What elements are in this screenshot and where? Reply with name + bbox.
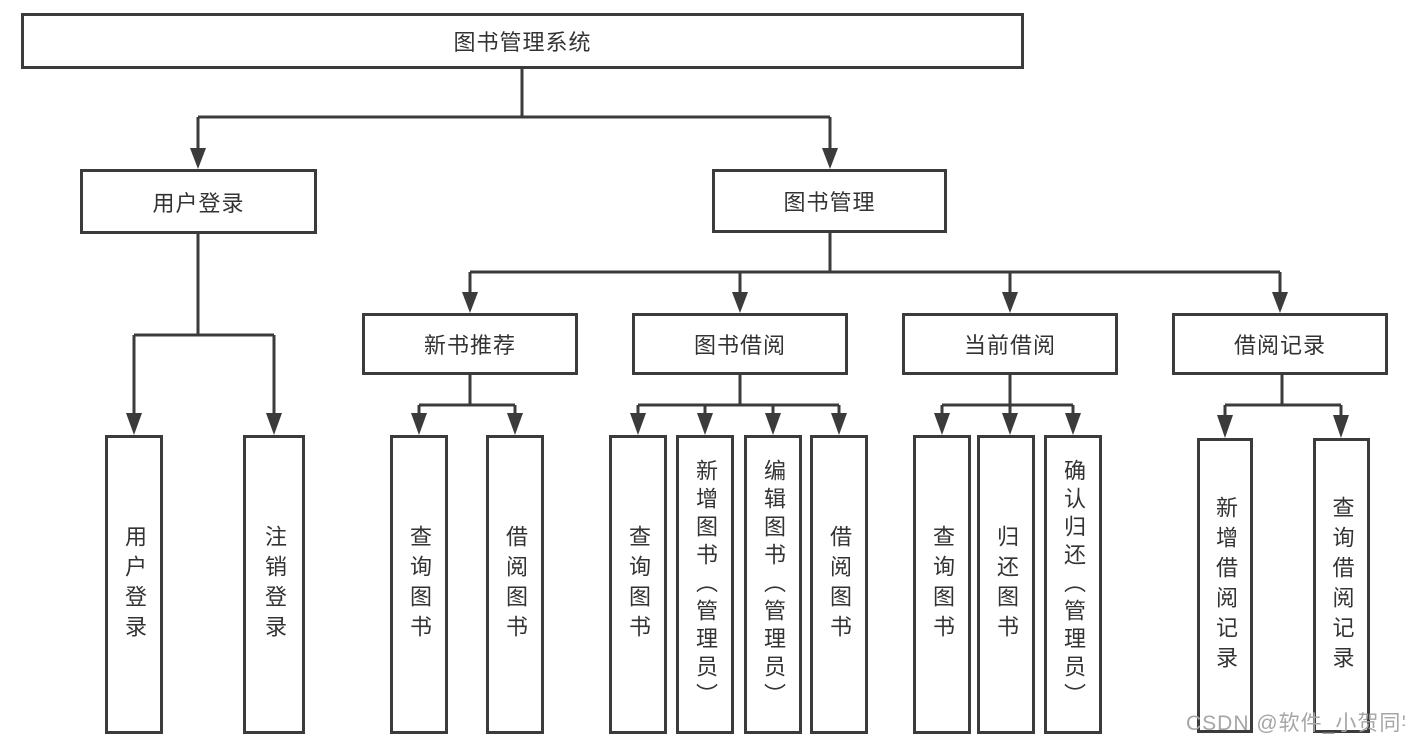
watermark-text: CSDN @软件_小贺同学 (1186, 712, 1405, 735)
leaf-borrow-books: 借阅图书 (810, 435, 868, 734)
node-user-login-label: 用户登录 (152, 190, 245, 216)
leaf-add-book-admin: 新增图书（管理员） (676, 435, 734, 734)
node-current-borrow: 当前借阅 (902, 313, 1118, 375)
leaf-edit-book-admin: 编辑图书（管理员） (744, 435, 802, 734)
node-borrow-records-label: 借阅记录 (1233, 333, 1326, 358)
leaf-query-books: 查询图书 (390, 435, 448, 734)
arrowheads (126, 148, 1349, 438)
leaf-borrow-books: 借阅图书 (486, 435, 544, 734)
leaf-query-books: 查询图书 (913, 435, 971, 734)
leaf-return-book: 归还图书 (977, 435, 1035, 734)
leaf-query-books: 查询图书 (609, 435, 667, 734)
node-library-system-label: 图书管理系统 (453, 30, 592, 55)
leaf-confirm-return-admin: 确认归还（管理员） (1044, 435, 1102, 734)
node-book-management-label: 图书管理 (783, 190, 876, 215)
node-book-management: 图书管理 (712, 169, 947, 233)
node-new-book-recommend-label: 新书推荐 (423, 333, 516, 358)
node-new-book-recommend: 新书推荐 (362, 313, 578, 375)
connector-lines (132, 68, 1343, 418)
node-borrow-records: 借阅记录 (1172, 313, 1388, 375)
node-current-borrow-label: 当前借阅 (963, 333, 1056, 358)
node-library-system: 图书管理系统 (21, 13, 1024, 69)
leaf-user-login: 用户登录 (105, 435, 163, 734)
node-book-borrow-label: 图书借阅 (693, 333, 786, 358)
leaf-add-borrow-record: 新增借阅记录 (1197, 438, 1253, 733)
node-user-login: 用户登录 (80, 169, 317, 234)
leaf-query-borrow-record: 查询借阅记录 (1313, 438, 1370, 733)
node-book-borrow: 图书借阅 (632, 313, 848, 375)
leaf-logout: 注销登录 (243, 435, 305, 734)
